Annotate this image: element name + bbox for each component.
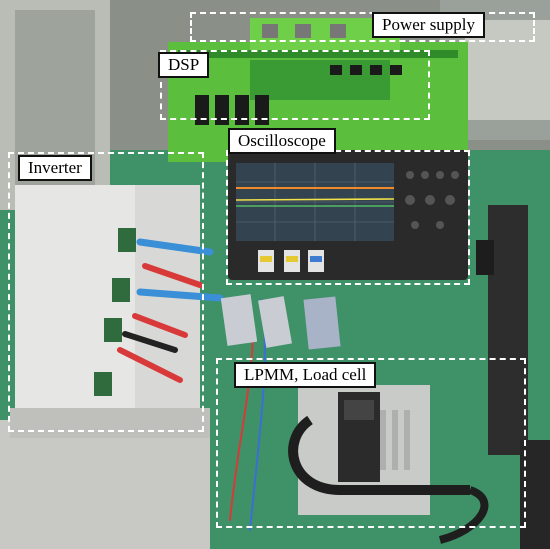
oscilloscope-label: Oscilloscope: [228, 128, 336, 154]
power-supply-region: [190, 12, 535, 42]
inverter-label: Inverter: [18, 155, 92, 181]
inverter-region: [8, 152, 204, 432]
dsp-label: DSP: [158, 52, 210, 78]
trace-yellow: [235, 198, 395, 201]
lpmm-load-cell-region: [216, 358, 526, 528]
power-supply-label: Power supply: [372, 12, 486, 38]
floor-lower: [0, 420, 210, 549]
lpmm-load-cell-label: LPMM, Load cell: [234, 362, 377, 388]
dsp-region: [160, 50, 430, 120]
cable-carrier: [288, 415, 470, 495]
oscilloscope-region: [226, 150, 470, 285]
